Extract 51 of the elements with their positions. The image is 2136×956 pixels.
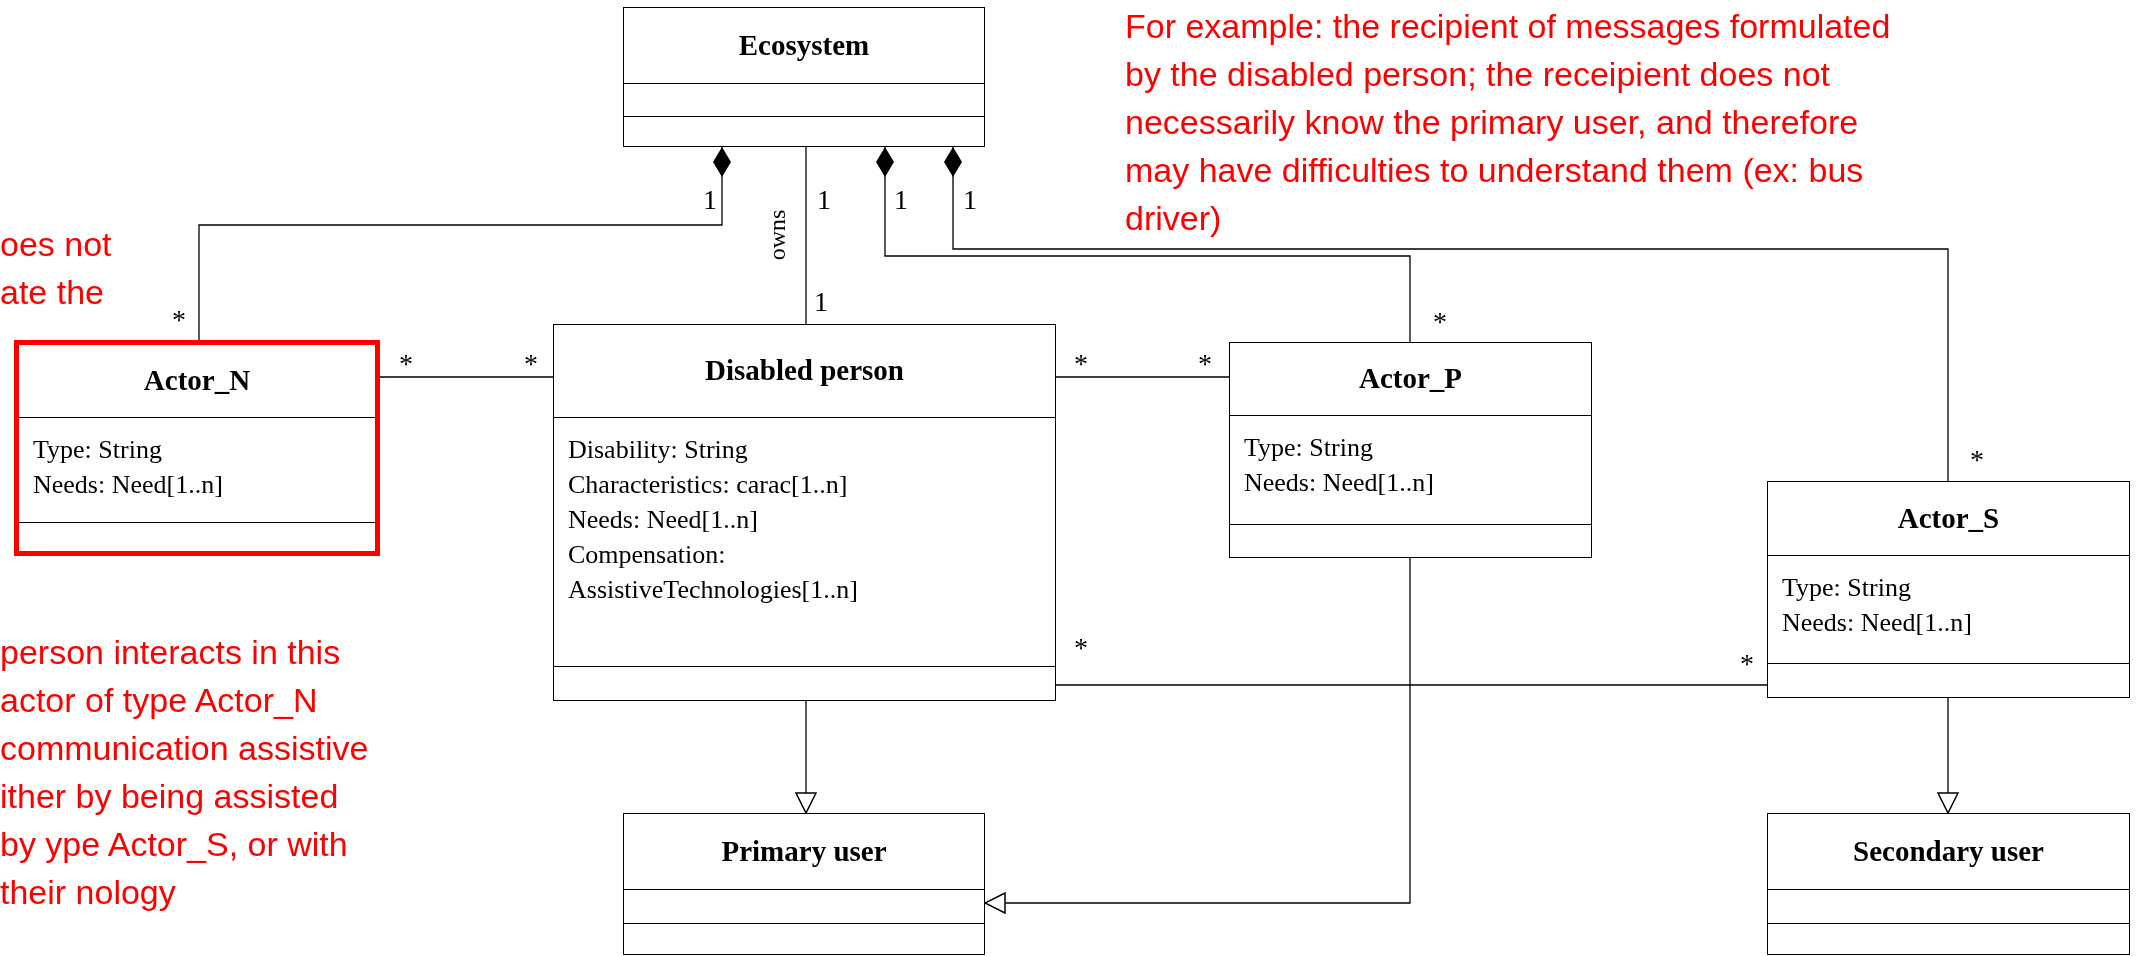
class-box [1229,342,1592,558]
class-box [14,340,380,556]
multiplicity-label: 1 [702,186,718,214]
multiplicity-label: * [1073,634,1089,662]
multiplicity-label: * [1073,350,1089,378]
class-name: Secondary user [1853,833,2044,869]
association-line [805,146,807,325]
multiplicity-label: 1 [813,288,829,316]
multiplicity-label: * [1432,308,1448,336]
class-attribute: Type: String [33,434,163,466]
generalization-arrow [984,557,1411,914]
class-box [553,324,1056,701]
composition-line [198,146,731,341]
composition-line [944,146,1949,482]
class-box [623,813,985,955]
association-line [1055,684,1768,686]
generalization-arrow [1937,697,1959,814]
class-attribute: Type: String [1782,572,1912,604]
multiplicity-label: * [1969,446,1985,474]
annotation-note: oes not ate the [0,224,113,313]
generalization-arrow [795,700,817,814]
class-name: Primary user [721,833,887,869]
class-name: Disabled person [705,353,904,389]
class-attribute: Characteristics: carac[1..n] [568,469,849,501]
class-box [1767,813,2130,955]
class-name: Actor_S [1897,500,2000,536]
class-name: Actor_P [1358,361,1463,397]
class-attribute: Needs: Need[1..n] [33,469,224,501]
multiplicity-label: 1 [962,186,978,214]
multiplicity-label: * [1739,650,1755,678]
class-attribute: Compensation: AssistiveTechnologies[1..n] [568,539,859,606]
composition-line [876,146,1411,343]
class-attribute: Needs: Need[1..n] [568,504,759,536]
association-line [1055,376,1230,378]
class-box [623,7,985,147]
class-attribute: Type: String [1244,432,1374,464]
multiplicity-label: 1 [816,186,832,214]
annotation-note: For example: the recipient of messages formulated by the disabled person; the receipient does not necessarily know the primary user, and therefore may have difficulties to understand them (ex: bus driver) [1125,6,1892,239]
class-name: Actor_N [143,363,251,399]
multiplicity-label: 1 [893,186,909,214]
class-attribute: Needs: Need[1..n] [1782,607,1973,639]
class-attribute: Disability: String [568,434,749,466]
multiplicity-label: * [171,306,187,334]
class-attribute: Needs: Need[1..n] [1244,467,1435,499]
multiplicity-label: * [1197,350,1213,378]
multiplicity-label: * [398,350,414,378]
class-name: Ecosystem [738,27,870,63]
class-box [1767,481,2130,698]
annotation-note: person interacts in this actor of type Actor_N communication assistive ither by being assisted by ype Actor_S, or with their nology [0,632,370,913]
association-line [379,376,554,378]
multiplicity-label: * [523,350,539,378]
